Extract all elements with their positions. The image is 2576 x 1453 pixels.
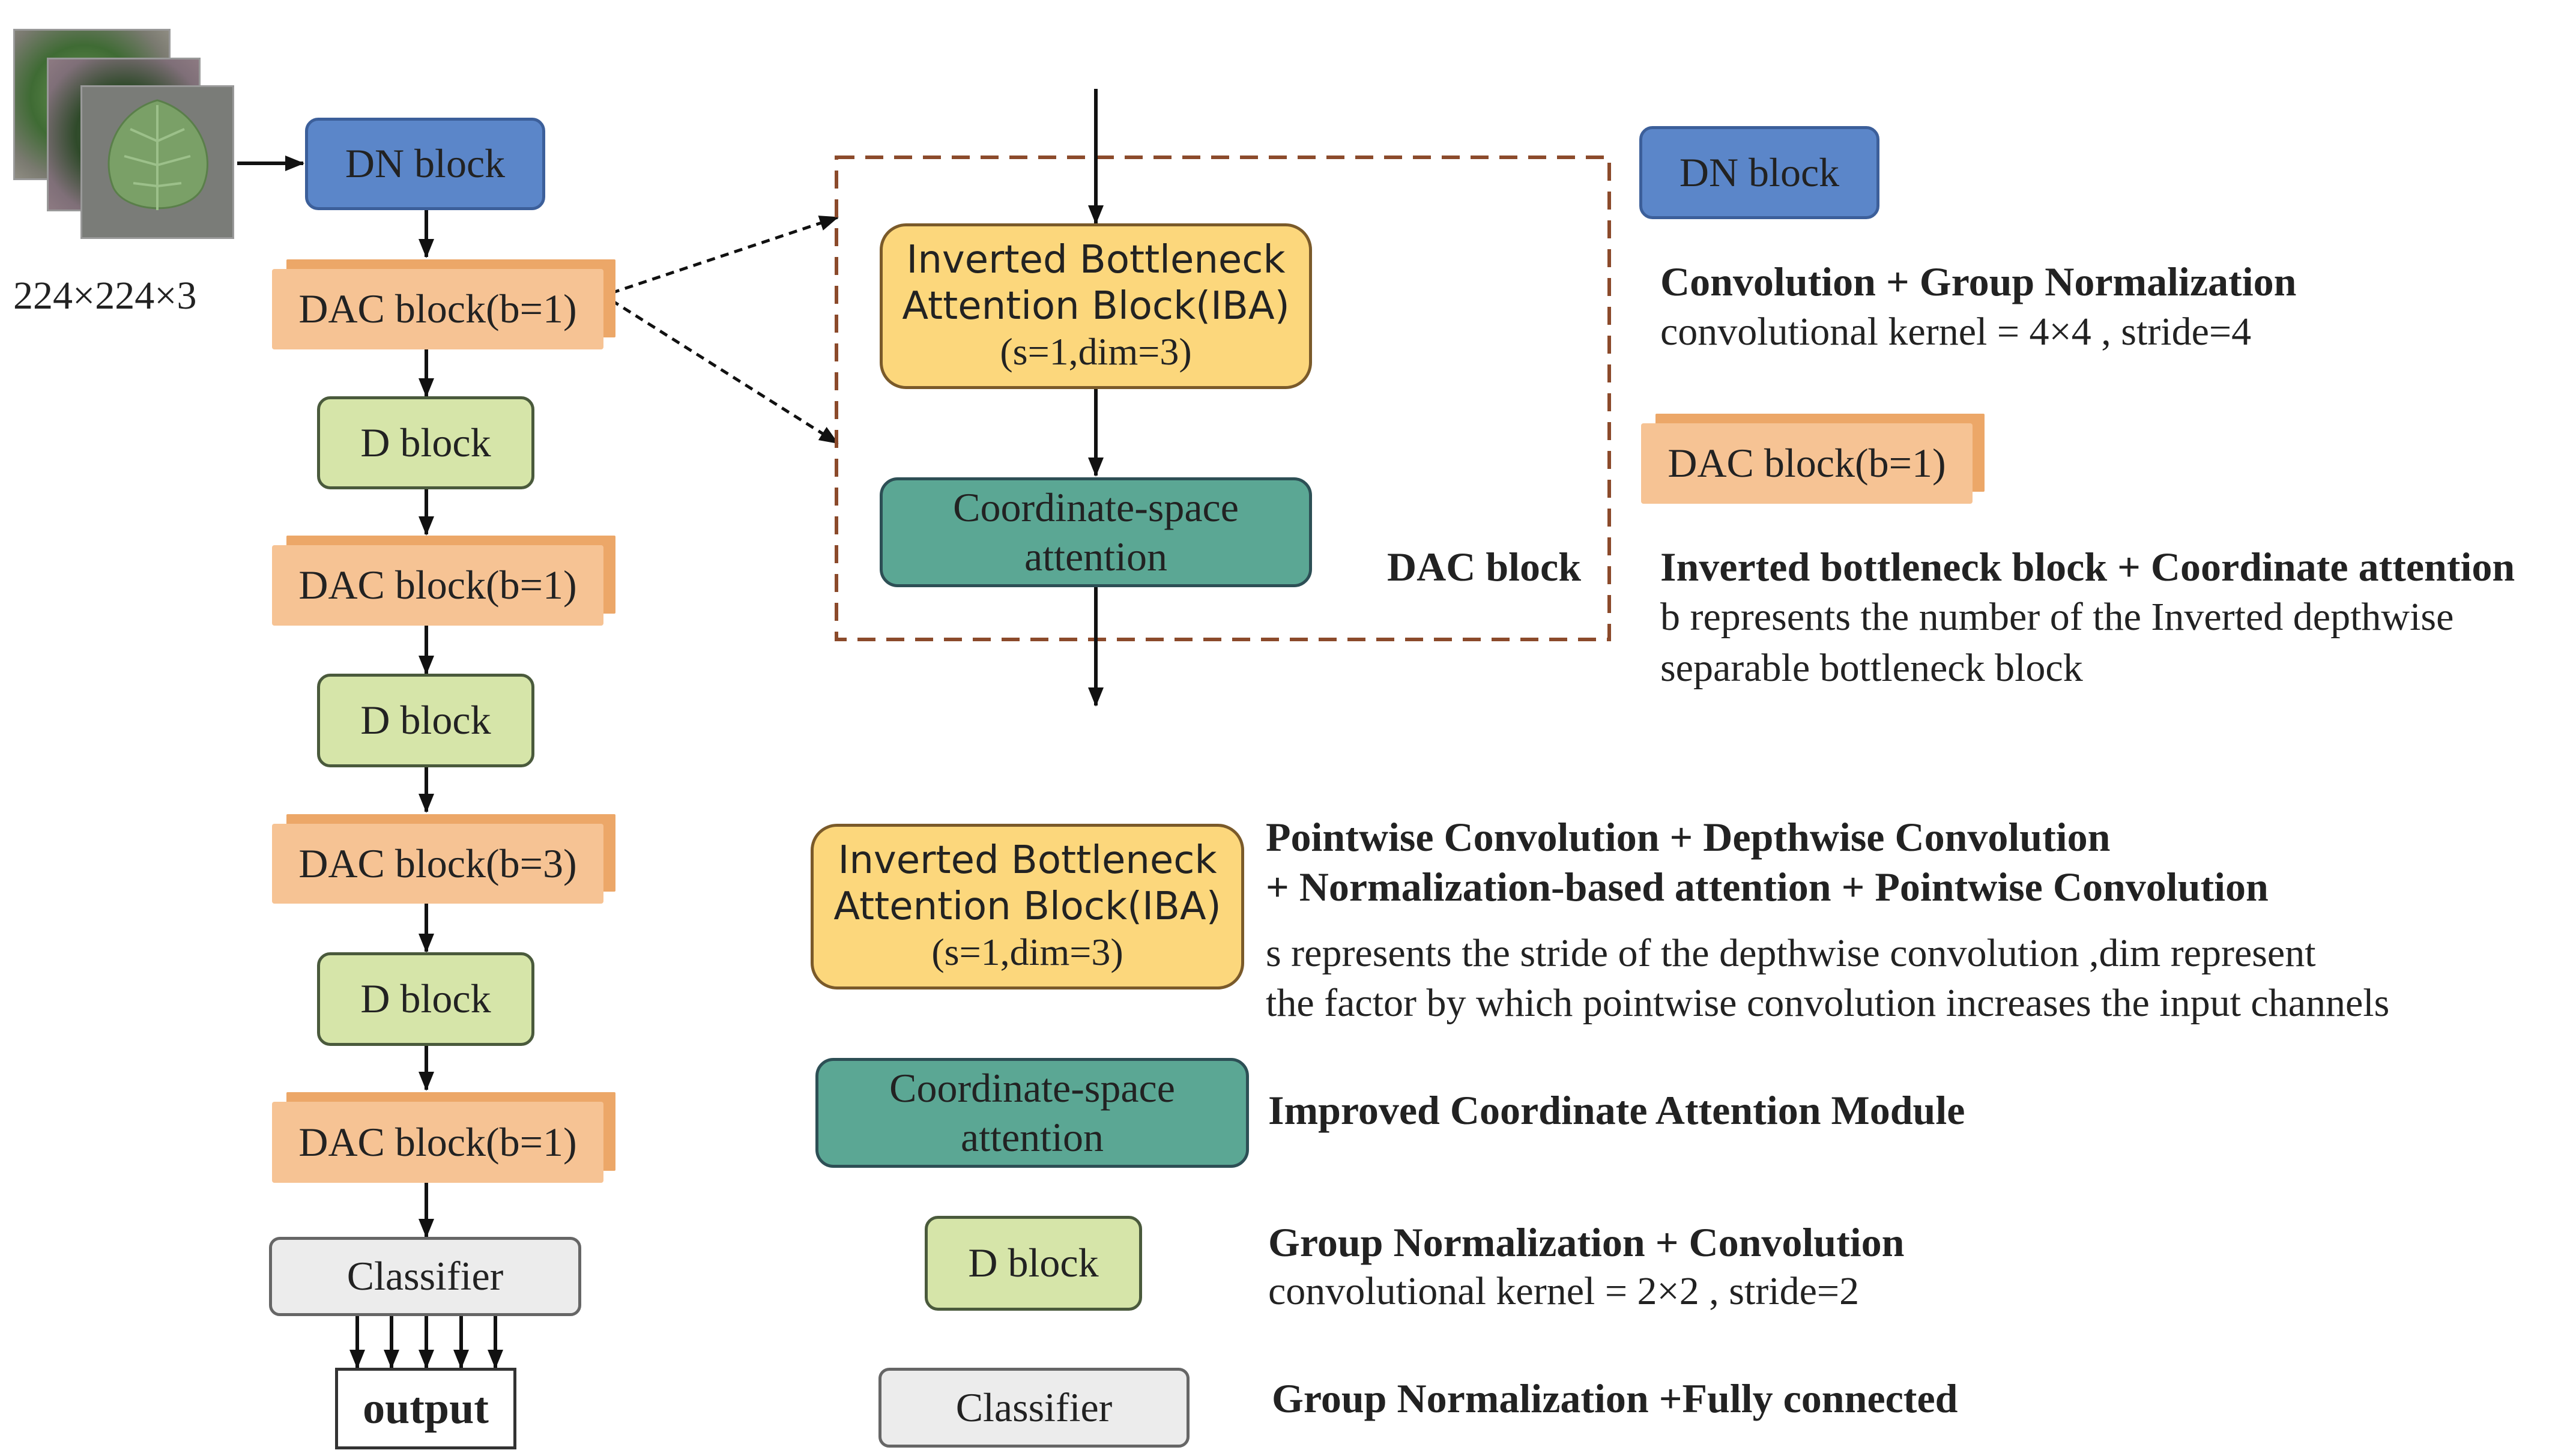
cs-line-1: Coordinate-space xyxy=(953,484,1239,530)
dac-block-4: DAC block(b=1) xyxy=(272,1102,603,1183)
dashed-arrow-upper xyxy=(611,216,839,295)
legend-d-title: Group Normalization + Convolution xyxy=(1268,1219,1905,1265)
legend-iba-desc-2: the factor by which pointwise convolutio… xyxy=(1266,981,2390,1025)
dac-block-1: DAC block(b=1) xyxy=(272,269,603,349)
legend-iba-line-2: Attention Block(IBA) xyxy=(833,884,1221,929)
legend-iba-line-1: Inverted Bottleneck xyxy=(838,838,1217,883)
legend-d-box: D block xyxy=(925,1216,1142,1311)
legend-classifier-title: Group Normalization +Fully connected xyxy=(1272,1376,1958,1421)
legend-dn-desc: convolutional kernel = 4×4 , stride=4 xyxy=(1660,310,2252,354)
d-block-3: D block xyxy=(317,952,534,1046)
legend-dac-desc-1: b represents the number of the Inverted … xyxy=(1660,595,2454,639)
legend-iba-box: Inverted Bottleneck Attention Block(IBA)… xyxy=(811,824,1244,989)
output-box: output xyxy=(335,1368,516,1449)
dac-block-3: DAC block(b=3) xyxy=(272,824,603,904)
d-block-1: D block xyxy=(317,396,534,489)
cs-line-2: attention xyxy=(1024,533,1167,579)
iba-line-3: (s=1,dim=3) xyxy=(1000,330,1192,373)
legend-iba-title-2: + Normalization-based attention + Pointw… xyxy=(1266,864,2269,910)
dashed-arrow-lower xyxy=(610,298,839,445)
legend-cs-line-1: Coordinate-space xyxy=(889,1065,1175,1111)
leaf-icon xyxy=(107,99,208,210)
legend-dac-title: Inverted bottleneck block + Coordinate a… xyxy=(1660,544,2515,590)
classifier-block: Classifier xyxy=(269,1237,581,1316)
d-block-2: D block xyxy=(317,674,534,767)
legend-cs-box: Coordinate-space attention xyxy=(815,1058,1249,1168)
input-size-label: 224×224×3 xyxy=(13,274,197,318)
dac-detail-frame xyxy=(835,156,1611,641)
legend-iba-line-3: (s=1,dim=3) xyxy=(931,931,1123,974)
leaf-image-front xyxy=(80,85,234,239)
dn-block: DN block xyxy=(305,118,545,210)
legend-d-desc: convolutional kernel = 2×2 , stride=2 xyxy=(1268,1269,1860,1313)
dac-detail-coordinate-attention: Coordinate-space attention xyxy=(880,477,1312,587)
dac-detail-label: DAC block xyxy=(1387,544,1582,590)
legend-dac-box: DAC block(b=1) xyxy=(1641,423,1973,504)
legend-dac-desc-2: separable bottleneck block xyxy=(1660,646,2083,690)
legend-cs-title: Improved Coordinate Attention Module xyxy=(1268,1087,1965,1133)
iba-line-2: Attention Block(IBA) xyxy=(902,283,1290,328)
legend-classifier-box: Classifier xyxy=(878,1368,1190,1448)
dac-block-2: DAC block(b=1) xyxy=(272,545,603,626)
dac-detail-iba-block: Inverted Bottleneck Attention Block(IBA)… xyxy=(880,223,1312,389)
legend-iba-title-1: Pointwise Convolution + Depthwise Convol… xyxy=(1266,814,2111,860)
legend-dn-box: DN block xyxy=(1639,126,1879,219)
legend-dn-title: Convolution + Group Normalization xyxy=(1660,259,2297,304)
legend-iba-desc-1: s represents the stride of the depthwise… xyxy=(1266,931,2316,975)
iba-line-1: Inverted Bottleneck xyxy=(906,237,1286,282)
legend-cs-line-2: attention xyxy=(961,1114,1104,1160)
